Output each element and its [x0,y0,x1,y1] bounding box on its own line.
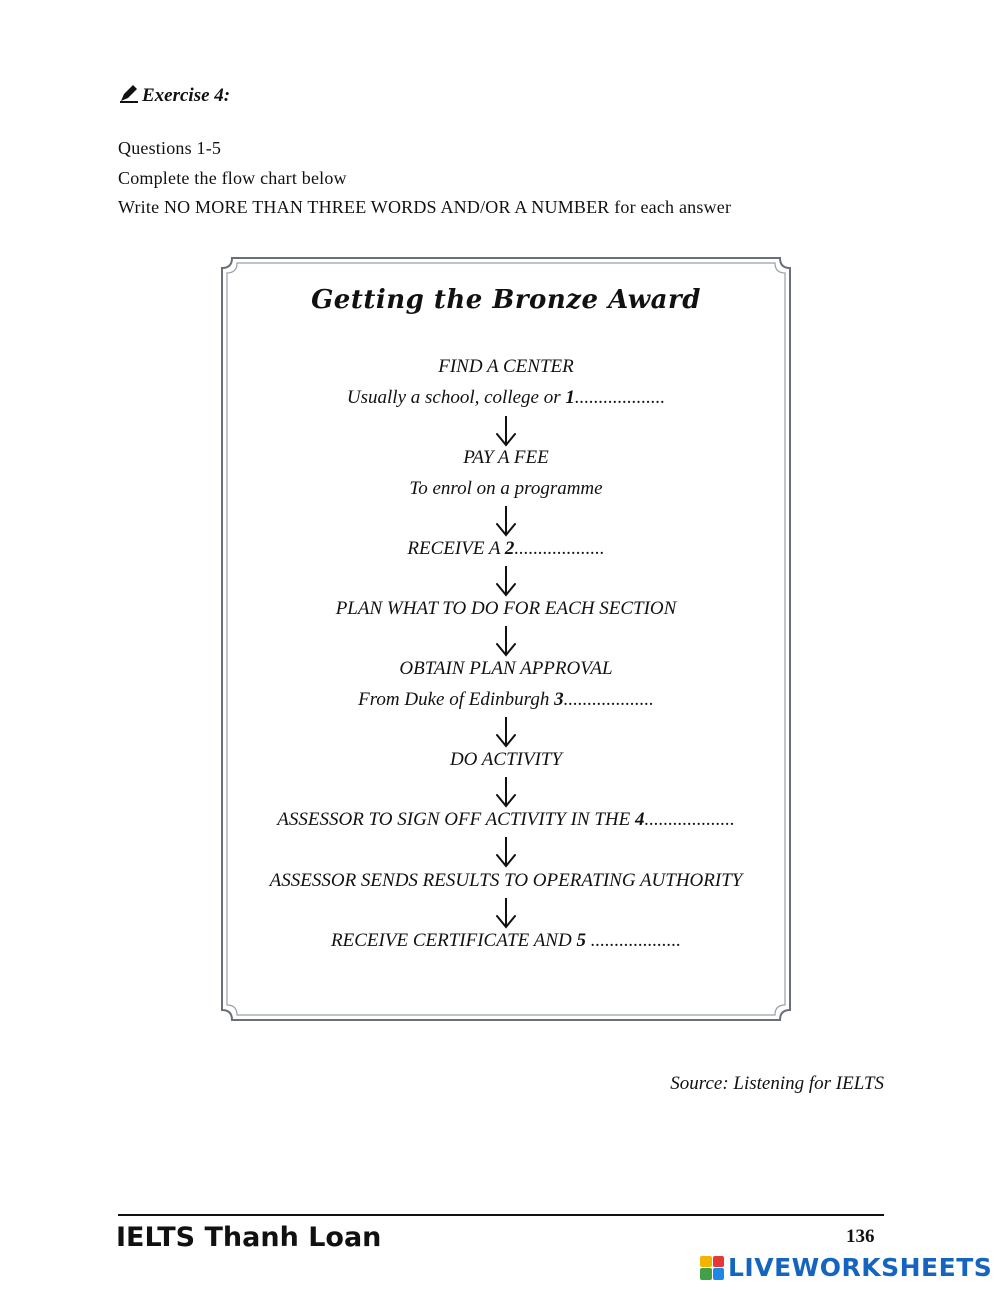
blank-3-number: 3 [554,689,564,710]
blank-1: ................... [574,387,666,408]
step-find-center-detail: Usually a school, college or 1..........… [346,387,666,408]
blank-4: ................... [644,809,735,830]
blank-4-number: 4 [634,809,645,830]
instruction-questions: Questions 1-5 [118,138,222,158]
arrow-down-icon [494,896,518,930]
step-obtain-approval-detail: From Duke of Edinburgh 3................… [358,689,654,710]
instruction-complete: Complete the flow chart below [118,168,347,188]
arrow-down-icon [494,564,518,598]
step-assessor-sign-off: ASSESSOR TO SIGN OFF ACTIVITY IN THE 4..… [277,809,735,830]
blank-1-number: 1 [565,387,575,408]
step-find-center: FIND A CENTER [438,356,574,377]
arrow-down-icon [494,835,518,869]
blank-3: ................... [563,689,654,710]
liveworksheets-watermark[interactable]: LIVEWORKSHEETS [700,1253,992,1282]
step-pay-fee: PAY A FEE [463,447,549,468]
blank-5: ................... [585,930,681,951]
arrow-down-icon [494,715,518,749]
arrow-down-icon [494,775,518,809]
source-citation: Source: Listening for IELTS [670,1073,884,1094]
page-number: 136 [846,1226,875,1247]
step-assessor-sends-results: ASSESSOR SENDS RESULTS TO OPERATING AUTH… [269,870,743,891]
step-receive: RECEIVE A 2................... [407,538,605,559]
arrow-down-icon [494,504,518,538]
exercise-heading: Exercise 4: [118,82,230,110]
step-receive-certificate: RECEIVE CERTIFICATE AND 5 ..............… [331,930,681,951]
step-pay-fee-detail: To enrol on a programme [409,478,603,499]
flowchart-title: Getting the Bronze Award [311,285,701,315]
blank-2-number: 2 [504,538,515,559]
pen-icon [118,82,140,110]
exercise-heading-text: Exercise 4: [142,85,231,106]
arrow-down-icon [494,414,518,448]
blank-5-number: 5 [576,930,586,951]
liveworksheets-text: LIVEWORKSHEETS [728,1253,993,1282]
step-plan: PLAN WHAT TO DO FOR EACH SECTION [335,598,677,619]
arrow-down-icon [494,624,518,658]
step-do-activity: DO ACTIVITY [449,749,563,770]
footer-divider [118,1214,884,1216]
liveworksheets-logo-icon [700,1255,724,1280]
blank-2: ................... [514,538,605,559]
footer-brand: IELTS Thanh Loan [116,1222,382,1253]
flowchart-frame [220,256,792,1022]
step-obtain-approval: OBTAIN PLAN APPROVAL [399,658,613,679]
instruction-word-limit: Write NO MORE THAN THREE WORDS AND/OR A … [118,197,732,217]
